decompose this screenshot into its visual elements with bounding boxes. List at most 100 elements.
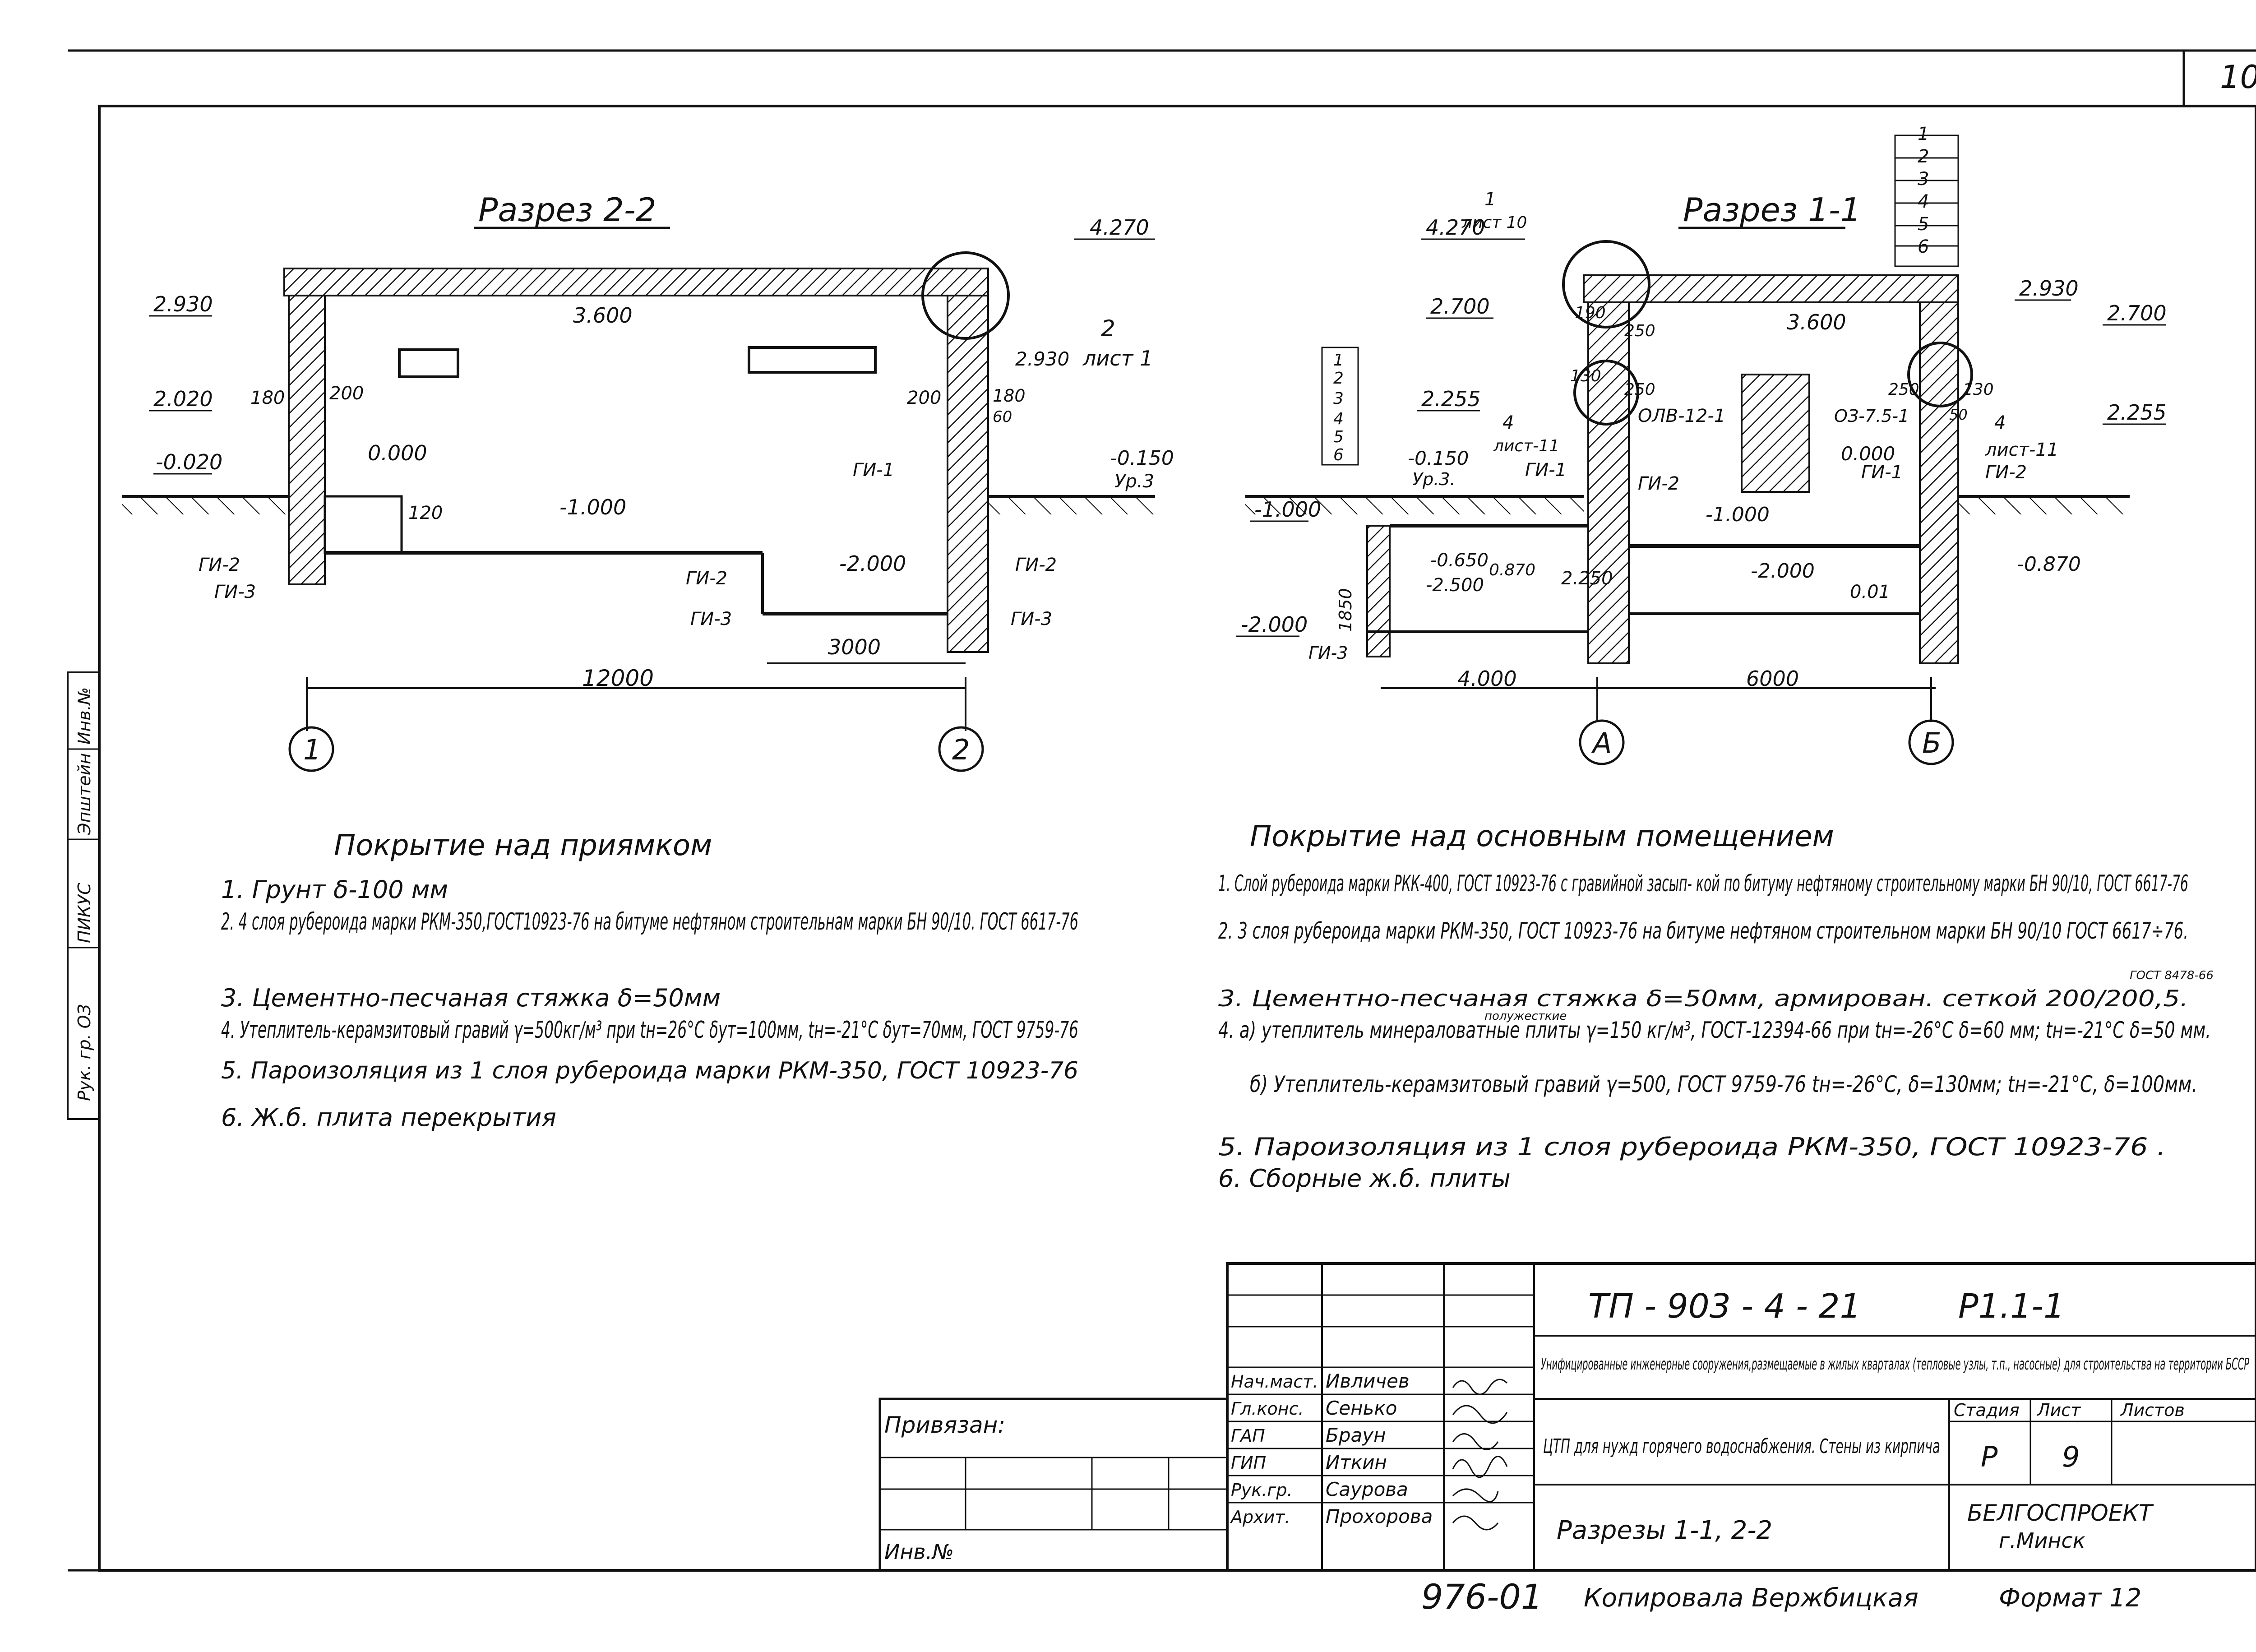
stage-header: Стадия [1954, 1400, 2020, 1420]
level-mark: 3.600 [573, 303, 633, 328]
dim: 250 [1624, 380, 1655, 399]
side-stamp: Рук. гр. ОЗ ПИКУС Эпштейн Инв.№ [67, 671, 100, 1120]
note-mesh: полужесткие [1484, 1009, 1567, 1023]
dim: 50 [1949, 406, 1968, 423]
note-item: 3. Цементно-песчаная стяжка δ=50мм, арми… [1218, 986, 2188, 1012]
role: Гл.конс. [1231, 1399, 1304, 1419]
element-label: ОЛВ-12-1 [1638, 406, 1725, 426]
level-mark: 2.255 [1421, 387, 1481, 411]
callout-number: 4 [1502, 412, 1514, 433]
layer-number: 2 [1918, 146, 1929, 167]
layer-label: ГИ-3 [1308, 643, 1348, 663]
level-mark: 0.01 [1850, 582, 1890, 602]
axis-1-label: 1 [303, 733, 321, 766]
stage-value: Р [1981, 1440, 1998, 1473]
note-gost: ГОСТ 8478-66 [2130, 969, 2214, 982]
sheet-title: Разрезы 1-1, 2-2 [1557, 1516, 1772, 1545]
dim: 6000 [1746, 666, 1799, 691]
sheet-number: 10 [2220, 59, 2256, 96]
notes-right: Покрытие над основным помещением 1. Слой… [1218, 820, 2214, 1193]
level-mark: -0.650 [1430, 550, 1489, 571]
layer-number: 1 [1333, 351, 1344, 370]
axis-a-label: А [1591, 727, 1612, 759]
note-item: 5. Пароизоляция из 1 слоя рубероида марк… [221, 1057, 1078, 1084]
note-item: 6. Сборные ж.б. плиты [1218, 1164, 1511, 1193]
role: Рук.гр. [1231, 1480, 1293, 1500]
archive-number: 976-01 [1421, 1577, 1543, 1617]
axis-2-label: 2 [952, 733, 970, 766]
role-name: Прохорова [1326, 1505, 1433, 1527]
dim: 1850 [1336, 588, 1355, 632]
level-mark: -0.150 [1110, 447, 1174, 470]
level-mark: -2.000 [839, 551, 906, 576]
stamp-text: Рук. гр. ОЗ [74, 1004, 94, 1101]
dim: 120 [408, 503, 443, 523]
level-mark: -0.020 [156, 450, 222, 474]
callout-sheet: лист-11 [1985, 440, 2058, 460]
note-item: 2. 3 слоя рубероида марки РКМ-350, ГОСТ … [1218, 918, 2188, 944]
layer-label: ГИ-1 [1525, 460, 1567, 481]
layer-number: 2 [1333, 369, 1344, 388]
level-mark: 2.700 [2107, 301, 2167, 325]
object-name: ЦТП для нужд горячего водоснабжения. Сте… [1543, 1435, 1940, 1458]
section-1-1-title: Разрез 1-1 [1683, 191, 1861, 229]
note-item: 2. 4 слоя рубероида марки РКМ-350,ГОСТ10… [221, 908, 1078, 935]
level-mark: 4.270 [1426, 215, 1485, 240]
layer-label: ГИ-2 [1985, 462, 2027, 483]
inv-label: Инв.№ [884, 1540, 954, 1564]
dim: 180 [250, 388, 285, 408]
level-mark: -1.000 [1706, 503, 1770, 526]
notes-left: Покрытие над приямком 1. Грунт δ-100 мм … [221, 829, 1078, 1132]
section-1-1: Разрез 1-1 1 2 3 4 5 [1236, 124, 2167, 765]
doc-code: ТП - 903 - 4 - 21 [1588, 1287, 1861, 1326]
section-2-2: Разрез 2-2 1 2 4.270 2. [122, 191, 1174, 772]
role-name: Сенько [1326, 1397, 1397, 1419]
layer-number: 5 [1918, 214, 1929, 235]
dim: 60 [993, 408, 1012, 426]
sheet-value: 9 [2062, 1440, 2080, 1473]
callout-sheet: лист 1 [1082, 346, 1153, 370]
callout-number: 2 [1101, 315, 1115, 342]
paper-format: Формат 12 [1999, 1583, 2141, 1613]
level-mark: 0.000 [1841, 443, 1895, 465]
layer-label: ГИ-3 [1011, 609, 1052, 629]
sheets-header: Листов [2120, 1400, 2185, 1420]
level-mark: 2.930 [1015, 348, 1069, 370]
note-item: 6. Ж.б. плита перекрытия [221, 1103, 556, 1132]
sheet-header: Лист [2036, 1400, 2081, 1420]
note-item: 1. Слой рубероида марки РКК-400, ГОСТ 10… [1218, 870, 2188, 897]
layer-label: ГИ-2 [1015, 555, 1057, 575]
org-city: г.Минск [1999, 1528, 2085, 1553]
layer-number: 3 [1918, 169, 1929, 190]
dim: 3000 [828, 635, 881, 659]
level-mark: -2.500 [1426, 575, 1484, 596]
role: Архит. [1230, 1507, 1290, 1527]
callout-number: 4 [1994, 412, 2006, 433]
copied-by: Копировала Вержбицкая [1584, 1583, 1919, 1613]
note-item: 1. Грунт δ-100 мм [221, 875, 448, 904]
role-name: Ивличев [1326, 1370, 1410, 1392]
bound-label: Привязан: [884, 1412, 1005, 1438]
stamp-text: Эпштейн [74, 753, 94, 835]
signature-marks [1452, 1379, 1508, 1531]
level-mark: 2.255 [2107, 400, 2167, 425]
dim: 200 [907, 388, 941, 408]
level-note: Ур.3 [1114, 471, 1154, 492]
layer-label: ГИ-1 [1861, 462, 1903, 483]
doc-description: Унифицированные инженерные сооружения,ра… [1541, 1355, 2249, 1374]
role: ГИП [1231, 1453, 1266, 1473]
notes-left-title: Покрытие над приямком [334, 829, 712, 862]
level-mark: 4.270 [1090, 215, 1149, 240]
stamp-text: Инв.№ [74, 687, 94, 745]
stamp-text: ПИКУС [74, 883, 94, 943]
axis-b-label: Б [1922, 727, 1942, 759]
level-mark: -2.000 [1241, 612, 1308, 637]
dim: 190 [1575, 304, 1606, 322]
doc-set: Р1.1-1 [1958, 1287, 2065, 1326]
layer-number: 6 [1333, 446, 1344, 464]
role-name: Саурова [1326, 1478, 1408, 1500]
dim: 130 [1963, 380, 1994, 399]
dim: 180 [993, 386, 1026, 406]
note-item: б) Утеплитель-керамзитовый гравий γ=500,… [1250, 1071, 2197, 1097]
